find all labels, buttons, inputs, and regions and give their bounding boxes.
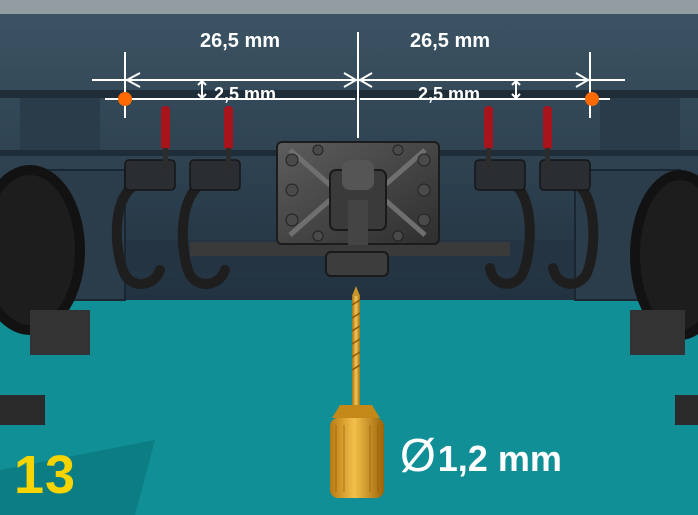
right-width-label: 26,5 mm <box>410 30 491 52</box>
drill-chuck <box>330 405 384 498</box>
drill-bit <box>351 286 361 416</box>
step-number: 13 <box>14 445 77 505</box>
coupler-plate <box>276 141 440 277</box>
left-buffer <box>0 165 126 425</box>
valve-handles <box>161 106 552 150</box>
diameter-symbol: Ø <box>400 429 436 481</box>
drill-mark-right <box>585 92 599 106</box>
left-width-label: 26,5 mm <box>200 30 281 52</box>
diameter-value: 1,2 mm <box>437 438 562 479</box>
drill-diameter-label: Ø1,2 mm <box>400 432 562 478</box>
drill-mark-left <box>118 92 132 106</box>
left-offset-label: 2,5 mm <box>214 84 277 104</box>
right-offset-label: 2,5 mm <box>418 84 481 104</box>
brake-hoses <box>111 180 599 289</box>
dimension-lines <box>92 52 625 118</box>
